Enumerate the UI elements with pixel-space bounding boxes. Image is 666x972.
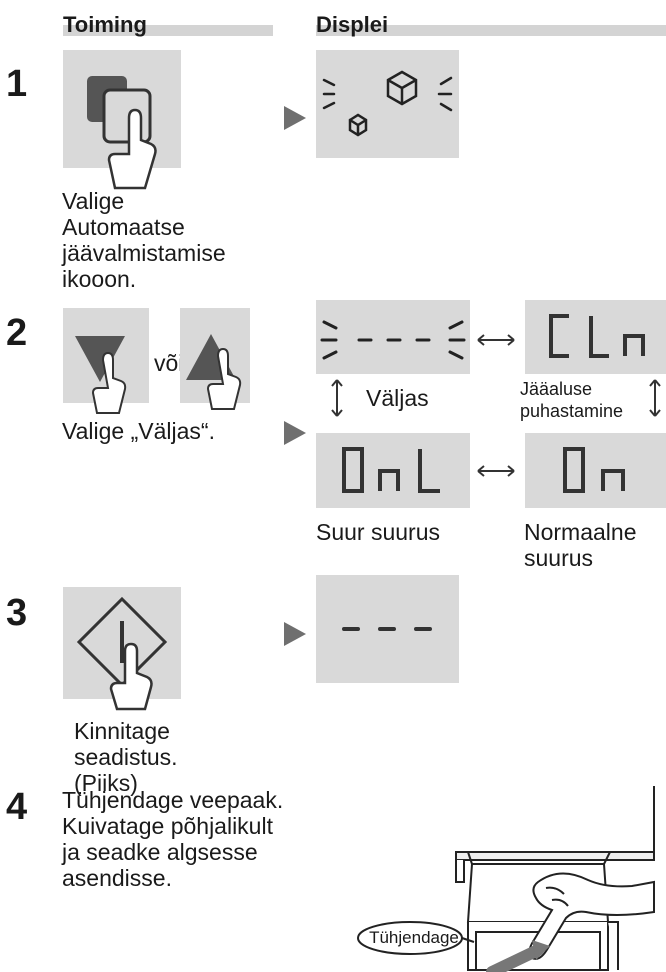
water-tank-illustration bbox=[357, 786, 655, 972]
normal-size-label: Normaalne suurus bbox=[524, 519, 637, 571]
large-normal-double-arrow-icon bbox=[477, 465, 515, 477]
or-connector: või bbox=[154, 350, 184, 376]
step2-arrow-icon bbox=[284, 421, 306, 445]
ice-cubes-blinking-icon bbox=[322, 70, 453, 137]
display-column-header: Displei bbox=[316, 14, 666, 36]
off-display-panel bbox=[316, 300, 470, 374]
step3-caption: Kinnitage seadistus. (Piiks) bbox=[74, 718, 178, 796]
step3-arrow-icon bbox=[284, 622, 306, 646]
clean-segment-text-icon bbox=[549, 314, 645, 358]
action-column-header: Toiming bbox=[63, 14, 273, 36]
clean-display-panel bbox=[525, 300, 666, 374]
normal-size-segment-text-icon bbox=[563, 447, 625, 493]
step-number-2: 2 bbox=[6, 312, 28, 354]
clean-label: Jääaluse puhastamine bbox=[520, 379, 624, 421]
up-triangle-icon bbox=[186, 334, 242, 410]
step2-caption: Valige „Väljas“. bbox=[62, 418, 215, 444]
large-size-segment-text-icon bbox=[342, 447, 440, 493]
auto-ice-icon bbox=[87, 76, 157, 190]
step1-arrow-icon bbox=[284, 106, 306, 130]
clean-normal-vertical-arrow-icon bbox=[649, 379, 661, 417]
off-clean-double-arrow-icon bbox=[477, 334, 515, 346]
step-number-3: 3 bbox=[6, 592, 28, 634]
step3-dashes-icon bbox=[342, 627, 432, 631]
empty-callout-label: Tühjendage bbox=[369, 928, 459, 947]
step1-display-panel bbox=[316, 50, 459, 158]
large-size-label: Suur suurus bbox=[316, 519, 441, 545]
off-large-vertical-arrow-icon bbox=[331, 379, 343, 417]
down-arrow-button-panel[interactable] bbox=[63, 308, 149, 414]
off-dashes-blinking-icon bbox=[320, 320, 466, 360]
step-number-1: 1 bbox=[6, 63, 28, 105]
step4-caption: Tühjendage veepaak. Kuivatage põhjalikul… bbox=[62, 787, 284, 891]
up-arrow-button-panel[interactable] bbox=[180, 308, 250, 410]
large-size-display-panel bbox=[316, 433, 470, 508]
display-header-text: Displei bbox=[316, 12, 389, 37]
step3-display-panel bbox=[316, 575, 459, 683]
normal-size-display-panel bbox=[525, 433, 666, 508]
step1-caption: Valige Automaatse jäävalmistamise ikooon… bbox=[62, 188, 226, 292]
action-header-text: Toiming bbox=[63, 12, 147, 37]
auto-ice-icon-button-panel[interactable] bbox=[63, 50, 181, 190]
confirm-diamond-icon bbox=[76, 596, 168, 711]
confirm-button-panel[interactable] bbox=[63, 587, 181, 711]
down-triangle-icon bbox=[75, 336, 127, 414]
step-number-4: 4 bbox=[6, 786, 28, 828]
off-label: Väljas bbox=[366, 385, 429, 411]
